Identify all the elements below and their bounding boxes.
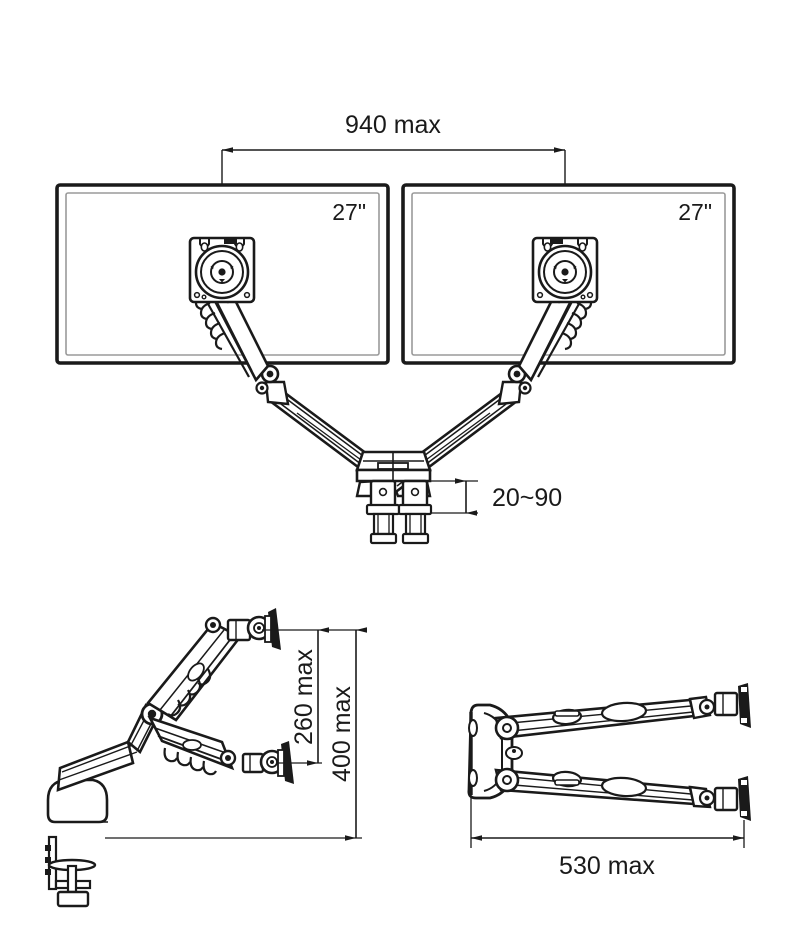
top-arm-upper xyxy=(494,683,751,741)
width-dimension-label: 940 max xyxy=(345,111,441,139)
side-upper-arm-lowered xyxy=(147,715,294,784)
reach-dimension-label: 530 max xyxy=(559,852,655,880)
monitor-right-size-label: 27" xyxy=(678,199,712,225)
side-outer-dimension-label: 400 max xyxy=(328,686,356,782)
side-upper-arm-raised xyxy=(146,608,281,722)
side-desk-clamp xyxy=(45,778,109,908)
desk-clamp-right xyxy=(397,479,433,545)
width-dimension-940: 940 max xyxy=(221,111,566,270)
side-height-dimensions: 260 max 400 max xyxy=(105,627,367,841)
side-inner-dimension-label: 260 max xyxy=(290,649,318,745)
side-view: 260 max 400 max xyxy=(45,608,367,908)
clamp-thickness-label: 20~90 xyxy=(492,484,562,512)
clamp-thickness-dimension: 20~90 xyxy=(430,478,562,516)
desk-clamp-left xyxy=(365,479,401,545)
top-view: 530 max xyxy=(467,683,751,880)
base-hub xyxy=(355,450,432,483)
monitor-left-size-label: 27" xyxy=(332,199,366,225)
top-arm-lower xyxy=(494,767,751,821)
front-view: 940 max 27" 27" xyxy=(55,111,736,545)
reach-dimension-530: 530 max xyxy=(470,795,745,880)
